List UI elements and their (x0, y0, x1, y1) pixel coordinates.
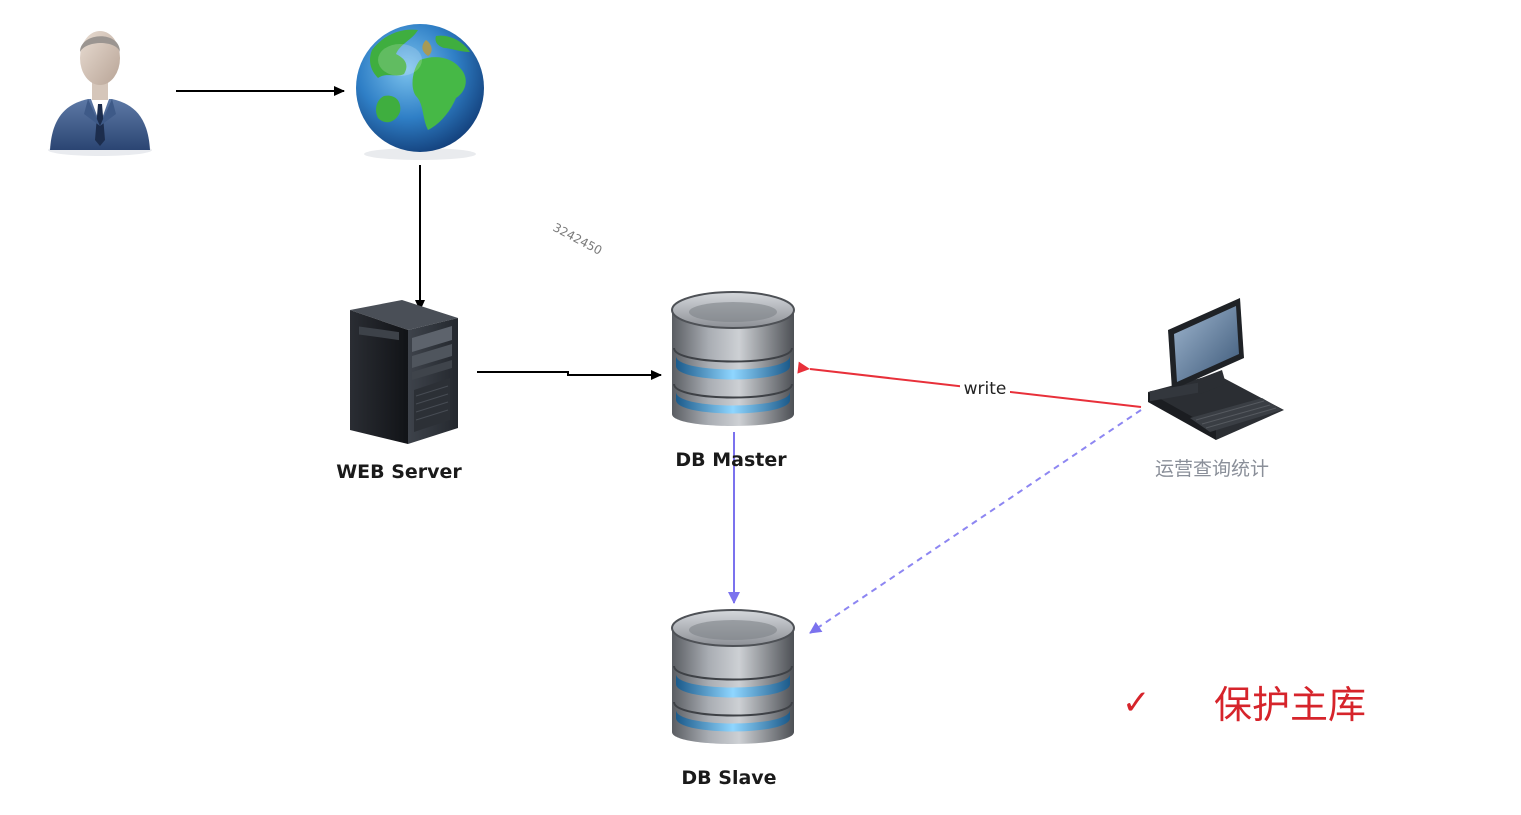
edge-web-server-to-db-master (477, 370, 662, 380)
checkmark-icon: ✓ (1122, 683, 1151, 723)
desktop-computer-icon (1148, 298, 1284, 440)
ops-terminal-label: 运营查询统计 (1155, 458, 1269, 480)
server-tower-icon (350, 300, 458, 444)
edge-label-write: write (964, 379, 1007, 399)
edge-ops-to-db-slave (809, 409, 1142, 634)
database-cylinder-icon (671, 609, 795, 744)
watermark-text: 3242450 (551, 220, 605, 257)
db-slave-label: DB Slave (681, 767, 776, 789)
edge-label-bg (960, 378, 1010, 398)
globe-icon (356, 24, 484, 160)
db-master-label: DB Master (675, 449, 787, 471)
web-server-label: WEB Server (336, 461, 462, 483)
database-cylinder-icon (671, 291, 795, 426)
businessman-icon (48, 31, 152, 156)
callout-text: 保护主库 (1214, 683, 1366, 727)
